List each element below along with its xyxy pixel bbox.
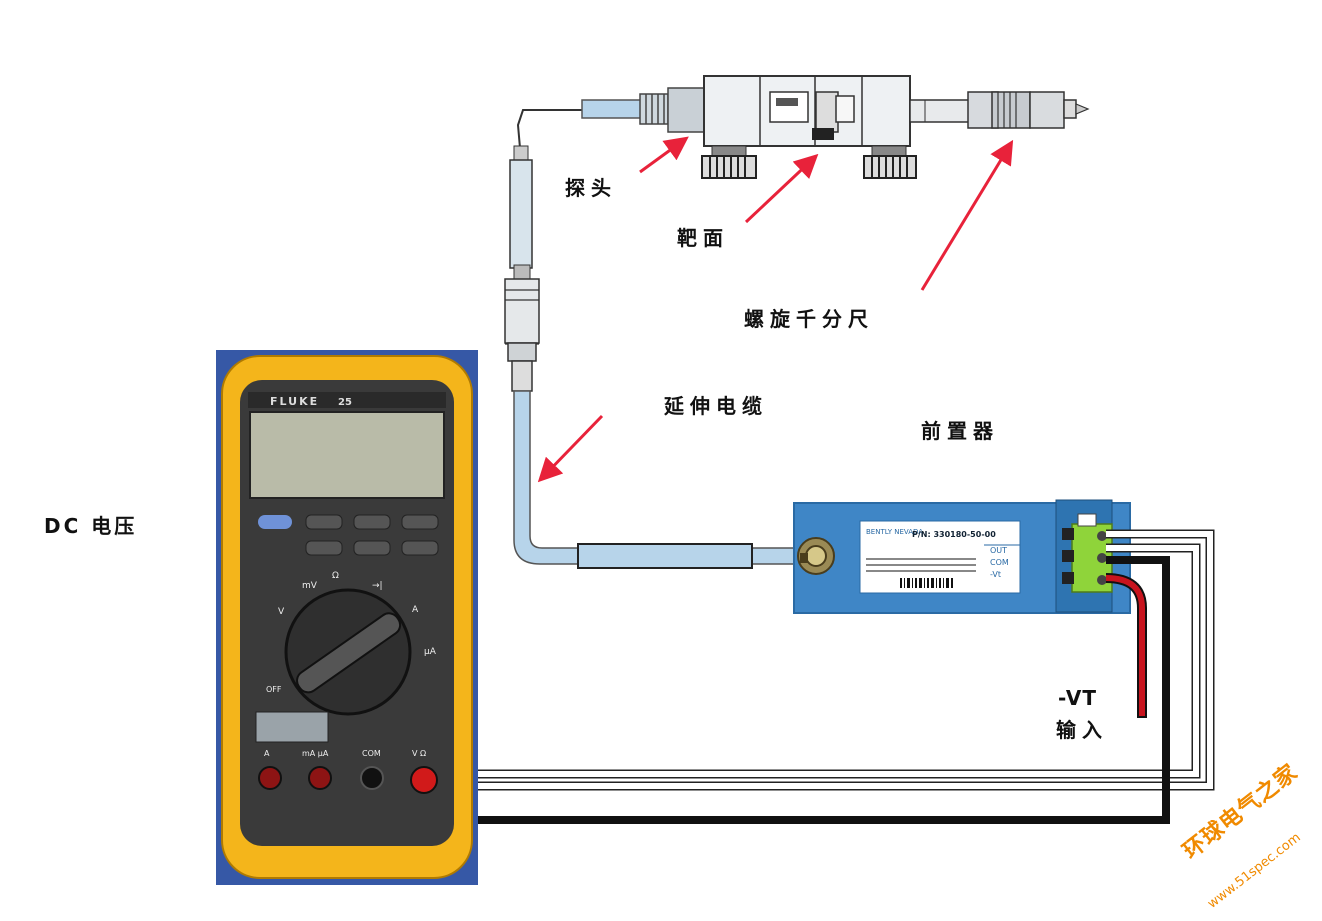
calibrator-fixture (516, 75, 1090, 179)
jack-com-label: COM (362, 749, 381, 758)
proximitor: BENTLY NEVADA P/N: 330180-50-00 OUT COM … (793, 499, 1131, 614)
meter-button[interactable] (401, 540, 439, 556)
label-micrometer: 螺旋千分尺 (744, 307, 874, 331)
meter-dial-off: OFF (266, 685, 282, 694)
micrometer (909, 91, 1090, 129)
fixture-knob-left (701, 145, 757, 179)
jack-a-label: A (264, 749, 270, 758)
label-extension-cable: 延伸电缆 (664, 394, 768, 418)
terminal-block (1055, 499, 1113, 613)
terminal-out-label: OUT (990, 546, 1007, 555)
meter-button-blue[interactable] (258, 515, 292, 529)
jack-a[interactable] (258, 766, 282, 790)
label-target: 靶面 (677, 226, 729, 250)
meter-lcd (249, 411, 445, 499)
extension-cable (504, 145, 801, 569)
svg-text:→|: →| (372, 581, 383, 591)
meter-button[interactable] (353, 540, 391, 556)
svg-text:µA: µA (424, 647, 437, 657)
meter-button[interactable] (401, 514, 439, 530)
arrow-to-target (744, 153, 819, 224)
label-proximitor: 前置器 (921, 419, 999, 443)
multimeter: FLUKE 25 OFF VmV Ω →| AµA A mA µA COM V Ω (216, 350, 478, 885)
svg-text:BENTLY NEVADA: BENTLY NEVADA (866, 528, 923, 536)
meter-model: 25 (338, 397, 352, 408)
proximitor-pn: P/N: 330180-50-00 (912, 530, 996, 539)
probe-body (581, 99, 643, 119)
label-vt-input: 输入 (1056, 718, 1108, 742)
meter-button-row (305, 514, 439, 556)
svg-text:Ω: Ω (332, 571, 339, 581)
jack-v[interactable] (410, 766, 438, 794)
meter-button[interactable] (305, 540, 343, 556)
jack-ma[interactable] (308, 766, 332, 790)
fixture-knob-right (863, 145, 917, 179)
svg-text:A: A (412, 605, 419, 615)
meter-dial-pointer (296, 612, 402, 694)
arrow-to-probe (639, 136, 689, 174)
jack-v-label: V Ω (412, 749, 426, 758)
label-vt: -VT (1058, 686, 1097, 710)
jack-com[interactable] (360, 766, 384, 790)
svg-text:V: V (278, 607, 285, 617)
meter-button[interactable] (353, 514, 391, 530)
target-face (815, 91, 839, 133)
arrow-to-micrometer (920, 139, 1014, 291)
terminal-com-label: COM (990, 558, 1009, 567)
jack-ma-label: mA µA (302, 749, 329, 758)
label-probe: 探头 (565, 176, 617, 200)
meter-button[interactable] (305, 514, 343, 530)
arrow-to-extension-cable (537, 414, 604, 483)
callout-arrows (537, 136, 1014, 483)
meter-brand: FLUKE (270, 395, 319, 408)
svg-text:mV: mV (302, 581, 318, 591)
terminal-vt-label: -Vt (990, 570, 1001, 579)
label-dc-voltage: DC 电压 (44, 514, 138, 538)
